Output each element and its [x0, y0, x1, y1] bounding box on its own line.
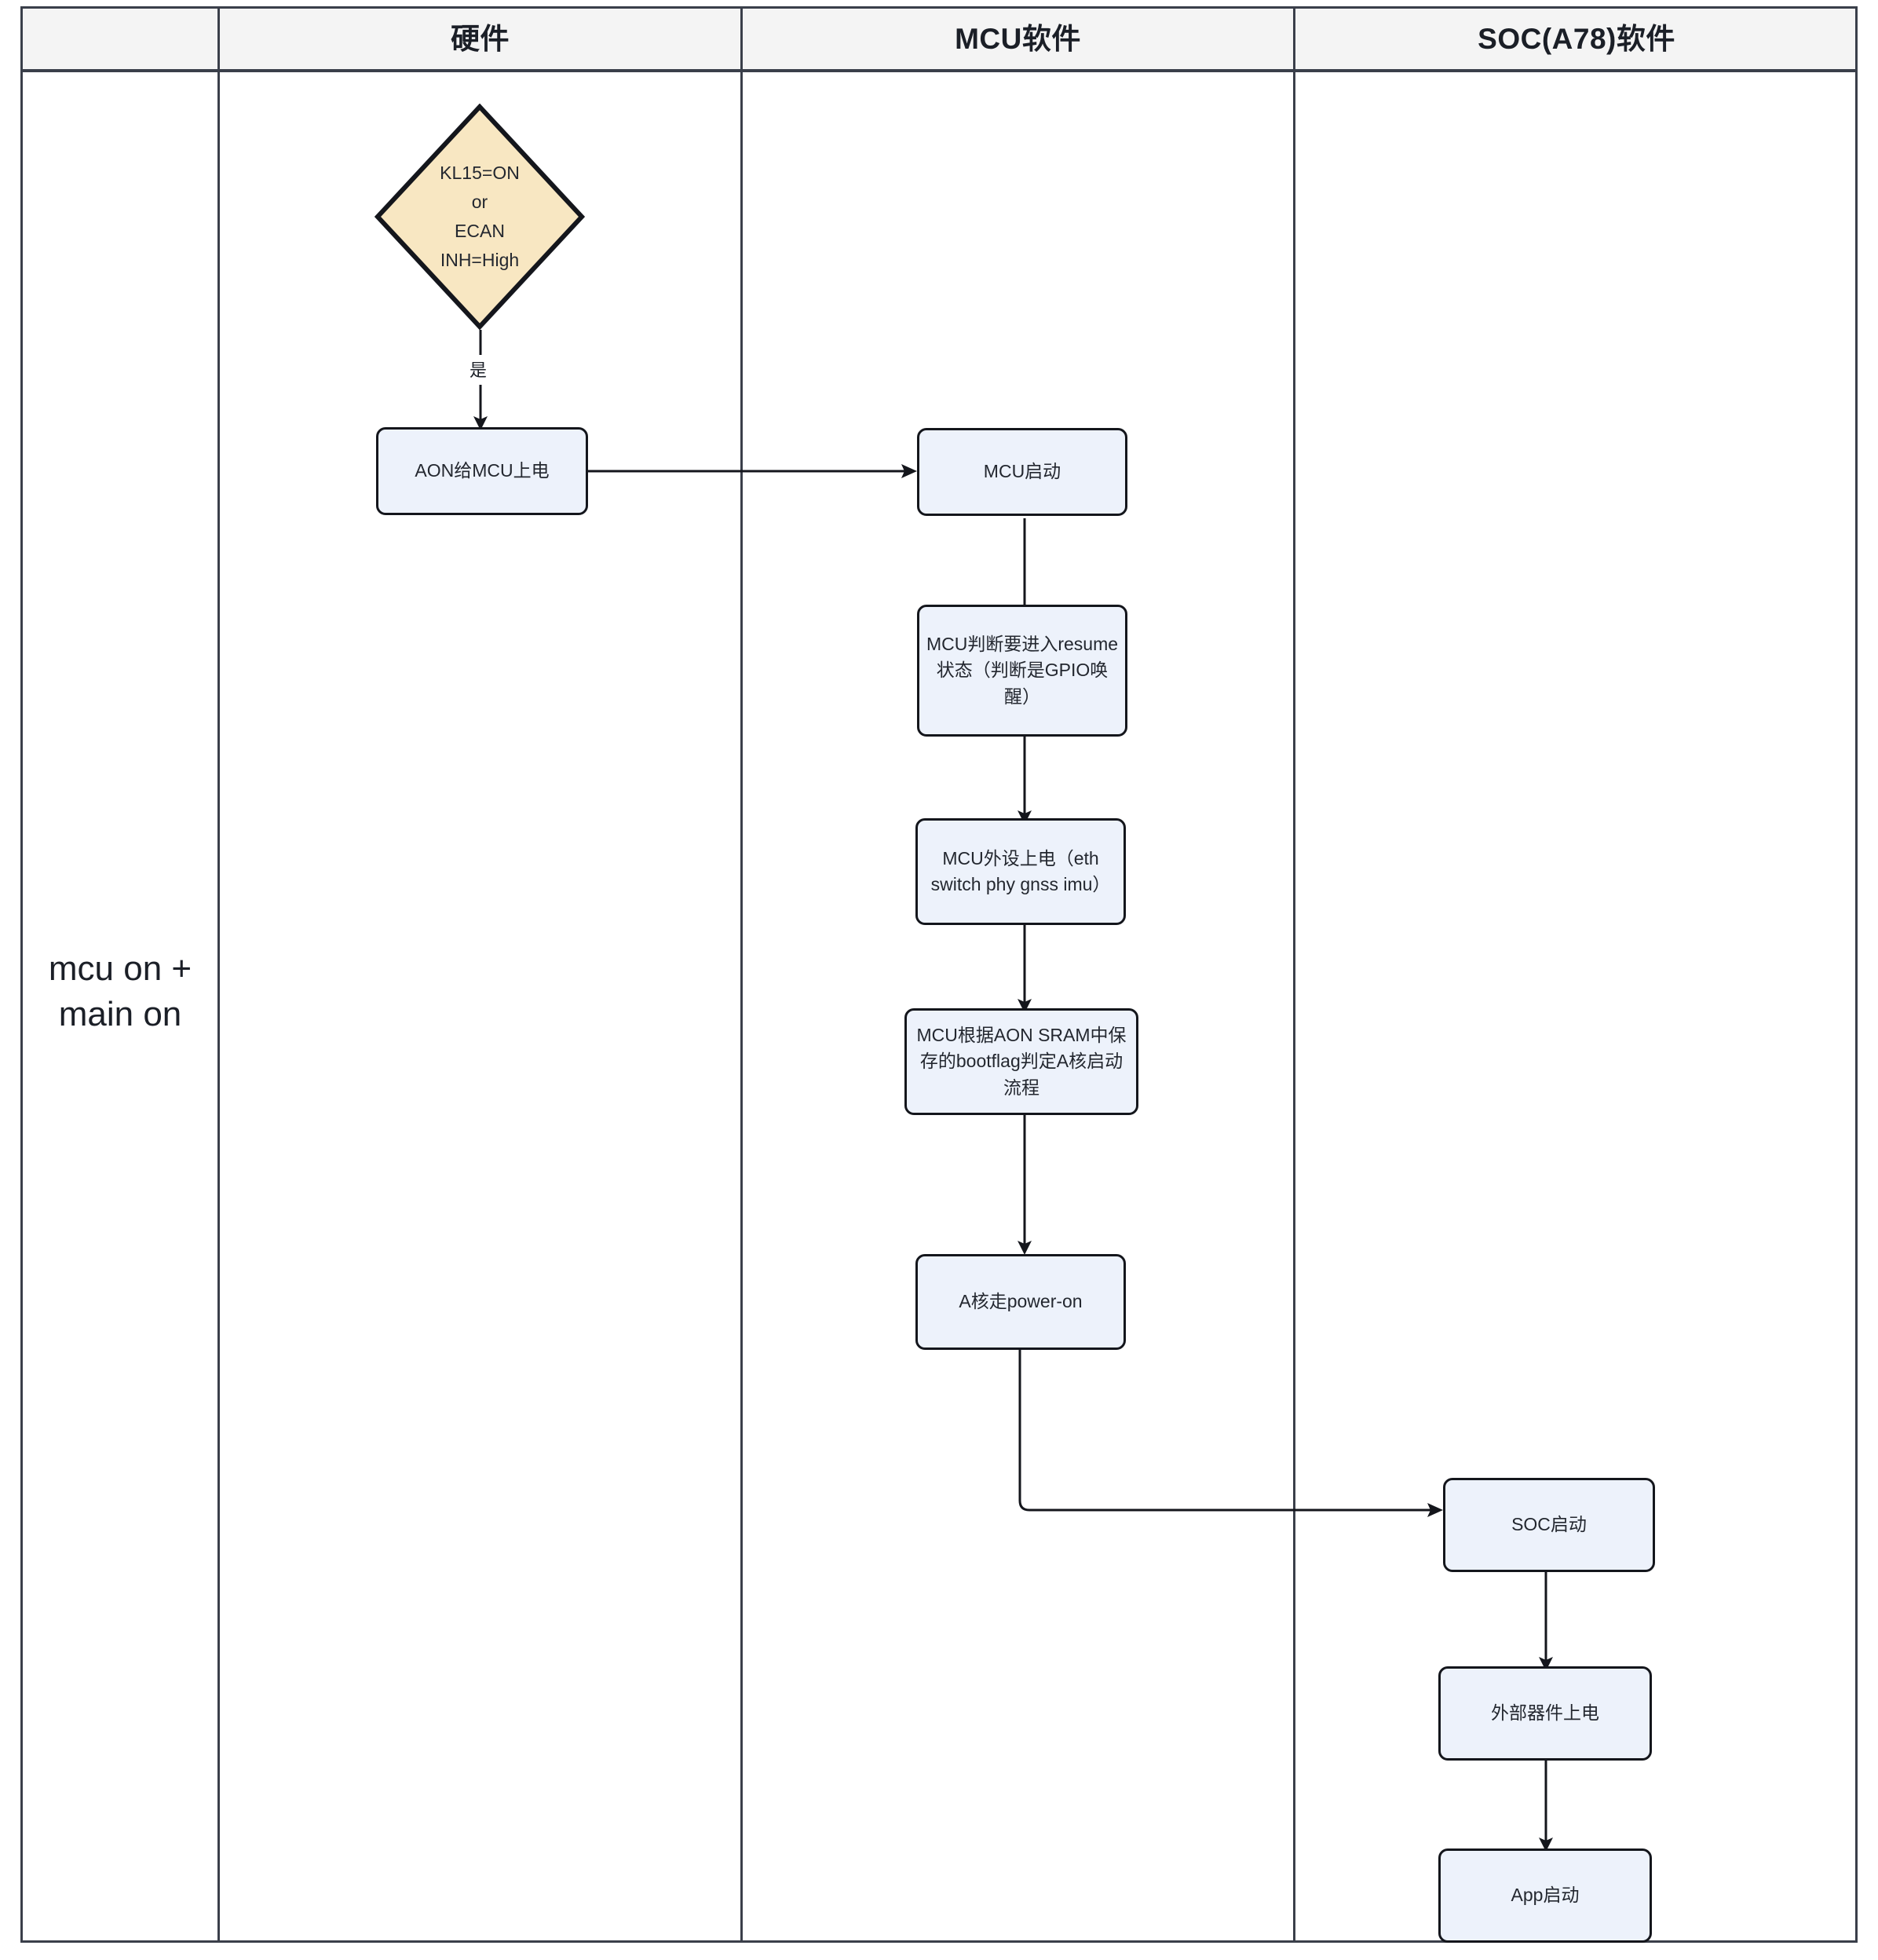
node-soc-start-label: SOC启动 [1511, 1514, 1587, 1535]
edge-label-yes: 是 [466, 355, 491, 383]
edge-external-to-app [1530, 1757, 1562, 1852]
lane-title-soc-software: SOC(A78)软件 [1478, 23, 1675, 55]
edge-bootflag-to-acore [1009, 1115, 1040, 1255]
node-soc-start[interactable]: SOC启动 [1443, 1478, 1655, 1572]
lane-divider-2 [740, 6, 743, 1943]
node-a-core-power-on-label: A核走power-on [959, 1291, 1083, 1312]
node-mcu-start[interactable]: MCU启动 [917, 428, 1127, 516]
node-external-device-power-label: 外部器件上电 [1491, 1702, 1599, 1724]
node-app-start-label: App启动 [1511, 1885, 1580, 1906]
lane-divider-3 [1293, 6, 1295, 1943]
edge-soc-start-to-external [1530, 1572, 1562, 1671]
node-aon-power-mcu[interactable]: AON给MCU上电 [376, 427, 588, 515]
row-label-mcu-on-main-on: mcu on + main on [48, 949, 192, 1034]
lane-title-hardware: 硬件 [451, 23, 510, 55]
node-mcu-resume-judge[interactable]: MCU判断要进入resume状态（判断是GPIO唤醒） [917, 605, 1127, 737]
lane-title-mcu-software: MCU软件 [955, 23, 1081, 55]
node-mcu-start-label: MCU启动 [983, 461, 1061, 482]
lane-divider-1 [217, 6, 220, 1943]
node-aon-power-mcu-label: AON给MCU上电 [415, 460, 550, 481]
node-app-start[interactable]: App启动 [1438, 1848, 1652, 1943]
lane-header-row [20, 6, 1858, 72]
edge-acore-to-soc-start [1013, 1348, 1452, 1530]
swimlane-frame [20, 6, 1858, 1943]
edge-aon-to-mcu-start [587, 459, 917, 483]
edge-kl15-to-aon [465, 330, 496, 430]
node-mcu-bootflag-judge[interactable]: MCU根据AON SRAM中保存的bootflag判定A核启动流程 [904, 1008, 1138, 1115]
node-mcu-peripheral-power[interactable]: MCU外设上电（eth switch phy gnss imu） [915, 818, 1126, 925]
node-a-core-power-on[interactable]: A核走power-on [915, 1254, 1126, 1350]
node-mcu-resume-judge-label: MCU判断要进入resume状态（判断是GPIO唤醒） [926, 633, 1119, 707]
edge-resume-to-peripheral [1009, 730, 1040, 825]
edge-peripheral-to-bootflag [1009, 920, 1040, 1013]
node-kl15-decision[interactable]: KL15=ON or ECAN INH=High [375, 104, 585, 330]
node-mcu-peripheral-power-label: MCU外设上电（eth switch phy gnss imu） [930, 847, 1111, 894]
node-mcu-bootflag-judge-label: MCU根据AON SRAM中保存的bootflag判定A核启动流程 [916, 1024, 1127, 1098]
node-external-device-power[interactable]: 外部器件上电 [1438, 1666, 1652, 1761]
